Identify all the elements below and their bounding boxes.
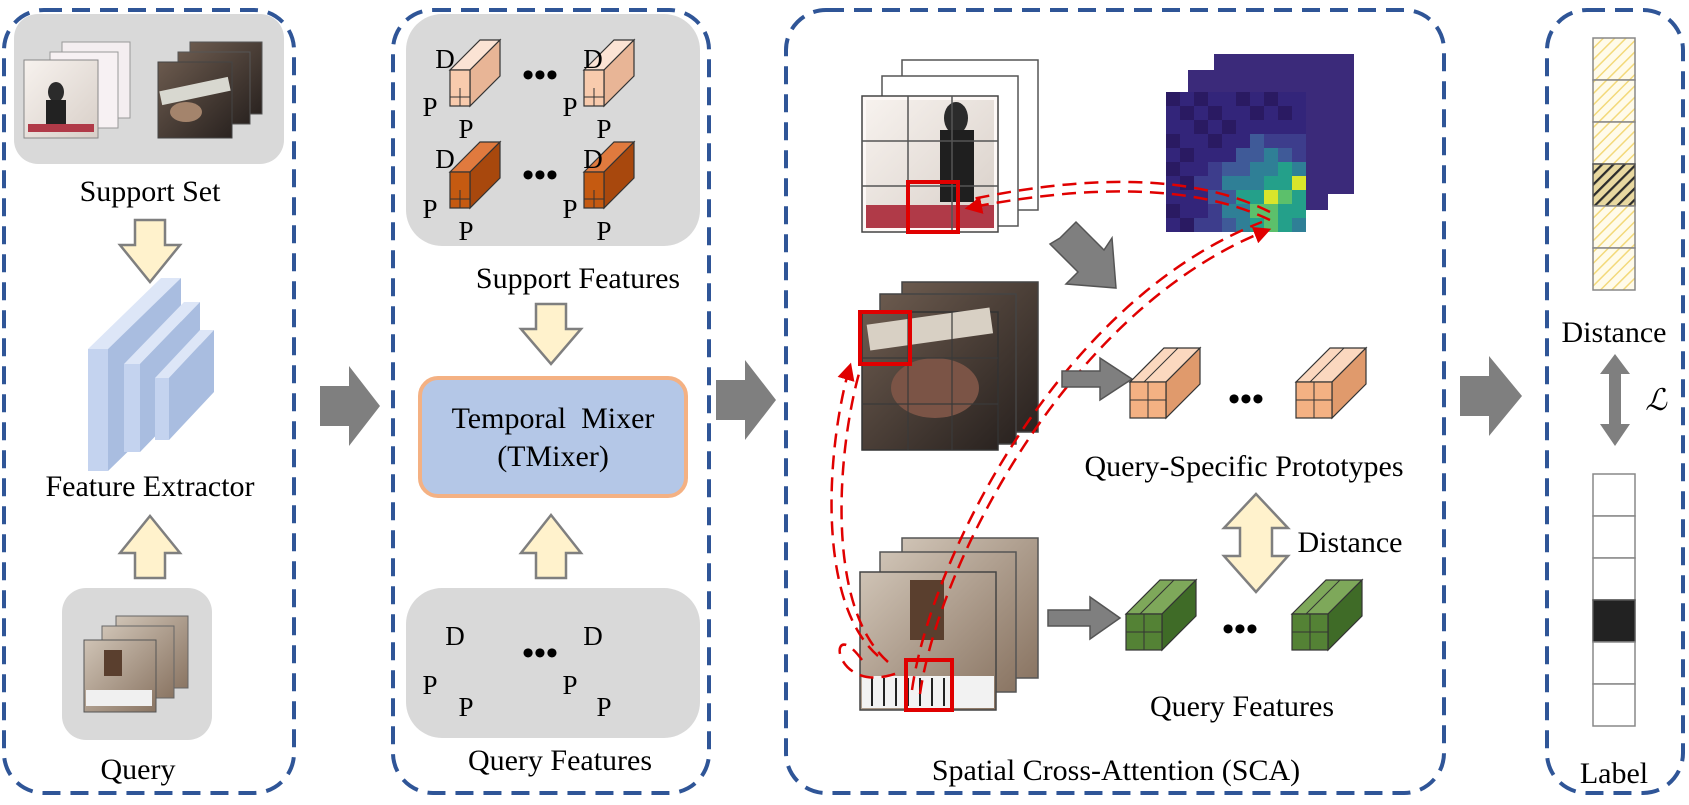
arrow-support-to-attention (1048, 220, 1117, 289)
distance-label-panel3: Distance (1298, 526, 1403, 559)
support-frames-icon (861, 59, 1039, 234)
support-features-label: Support Features (476, 262, 680, 295)
dim-p-support-2a: P (562, 92, 577, 122)
dim-p-query-1a: P (422, 670, 437, 700)
label-label: Label (1580, 757, 1648, 790)
dim-d-query-2: D (583, 621, 603, 651)
query-feature-cubes (1124, 578, 1364, 652)
prototype-cubes (1128, 346, 1368, 420)
query-frames-bottom-icon (859, 537, 1039, 712)
query-frames-dark-icon (858, 281, 1039, 451)
dim-d-query-1: D (445, 621, 465, 651)
dim-p-query-2b: P (596, 692, 611, 722)
ellipsis-prototypes: ••• (1228, 381, 1264, 418)
support-set-label: Support Set (80, 175, 222, 208)
dim-d-support-3: D (435, 144, 455, 174)
distance-double-arrow (1221, 492, 1291, 594)
attention-arrows (830, 180, 1272, 695)
panel-temporal-mixer (391, 8, 711, 795)
dim-p-support-2b: P (596, 114, 611, 144)
query-label: Query (101, 753, 176, 786)
dim-p-query-2a: P (562, 670, 577, 700)
arrow-support-to-extractor (117, 218, 183, 284)
arrow-panel2-to-panel3 (716, 360, 776, 440)
ellipsis-support-1: ••• (522, 57, 558, 94)
dim-p-support-3b: P (458, 216, 473, 246)
arrow-query-features-to-mixer (518, 512, 584, 580)
dim-d-support-4: D (583, 144, 603, 174)
distance-label-panel4: Distance (1562, 316, 1667, 349)
dim-d-support-2: D (583, 44, 603, 74)
feature-extractor-label: Feature Extractor (45, 470, 254, 503)
cnn-layers-icon (88, 278, 214, 471)
query-features-label-panel2: Query Features (468, 744, 652, 777)
heatmap-icon (1166, 54, 1354, 232)
ellipsis-query-features: ••• (1222, 611, 1258, 648)
arrow-to-query-features (1047, 595, 1122, 641)
dim-p-support-3a: P (422, 194, 437, 224)
dim-d-support-1: D (435, 44, 455, 74)
arrow-to-prototypes (1061, 356, 1134, 402)
arrow-support-features-to-mixer (518, 302, 584, 366)
arrow-panel3-to-panel4 (1460, 356, 1522, 436)
ellipsis-query: ••• (522, 635, 558, 672)
distance-bar-icon (1592, 37, 1636, 291)
arrow-query-to-extractor (117, 514, 183, 580)
ellipsis-support-2: ••• (522, 157, 558, 194)
dim-p-query-1b: P (458, 692, 473, 722)
dim-p-support-1b: P (458, 114, 473, 144)
panel-spatial-cross-attention (784, 8, 1446, 795)
support-video-b-icon (157, 41, 263, 139)
query-features-box (406, 588, 700, 738)
panel-feature-extraction (2, 8, 296, 795)
dim-p-support-1a: P (422, 92, 437, 122)
support-video-a-icon (23, 41, 131, 139)
temporal-mixer-title: Temporal Mixer (452, 402, 655, 435)
label-bar-icon (1592, 473, 1636, 727)
query-video-icon (83, 615, 189, 713)
loss-double-arrow (1600, 354, 1630, 446)
sca-title: Spatial Cross-Attention (SCA) (932, 754, 1300, 787)
temporal-mixer-box (418, 376, 688, 498)
prototypes-label: Query-Specific Prototypes (1084, 450, 1403, 483)
temporal-mixer-subtitle: (TMixer) (497, 440, 609, 473)
panel-distance-label (1545, 8, 1685, 795)
dim-p-support-4a: P (562, 194, 577, 224)
query-features-label-panel3: Query Features (1150, 690, 1334, 723)
loss-symbol: ℒ (1645, 384, 1668, 417)
arrow-panel1-to-panel2 (320, 366, 380, 446)
dim-p-support-4b: P (596, 216, 611, 246)
